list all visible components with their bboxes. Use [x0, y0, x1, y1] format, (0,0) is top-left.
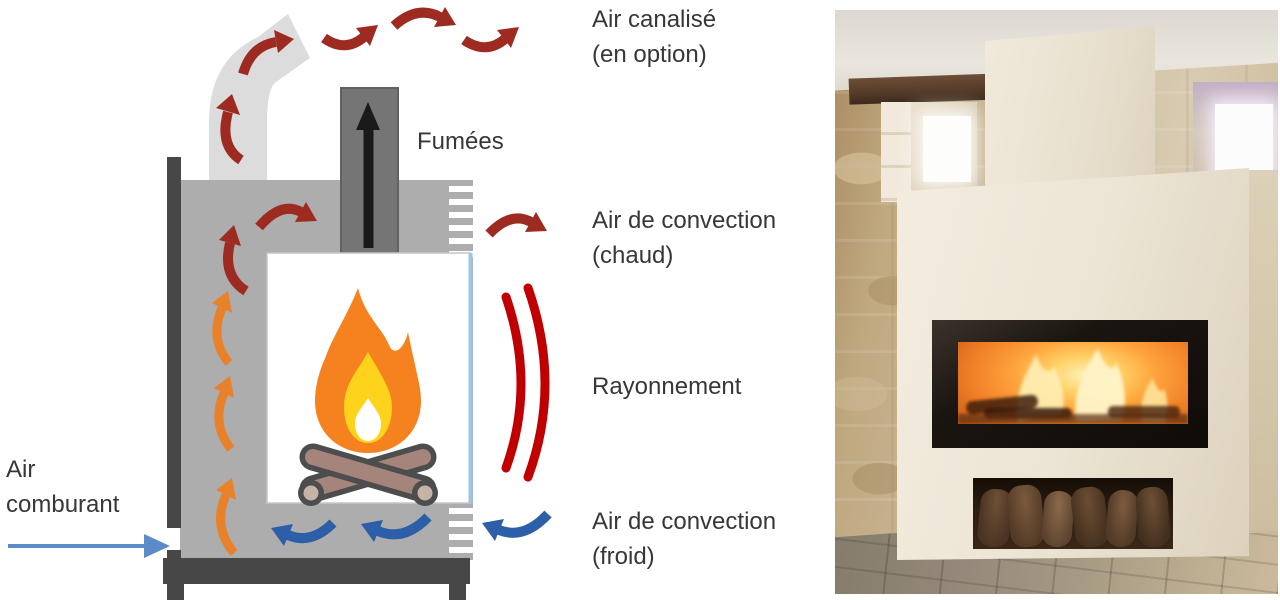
- stored-log: [1104, 488, 1140, 549]
- glass-door-edge: [468, 253, 473, 503]
- stove-diagram: [8, 7, 552, 600]
- heat-fins-bottom: [449, 508, 473, 553]
- log-storage-niche: [973, 478, 1173, 549]
- label-rayonnement: Rayonnement: [592, 373, 742, 400]
- internal-convection-arrows: [212, 291, 238, 556]
- flame-icon: [315, 288, 421, 453]
- label-air-canalise: Air canalisé (en option): [592, 2, 716, 72]
- radiation-arcs: [501, 283, 550, 482]
- hot-air-arrows: [216, 7, 547, 296]
- stored-log: [1006, 483, 1046, 549]
- label-convection-chaud-line1: Air de convection: [592, 207, 777, 234]
- stone-quoins: [881, 102, 911, 202]
- right-window: [1215, 104, 1273, 178]
- label-convection-chaud-line2: (chaud): [592, 242, 674, 270]
- smoke-arrow: [356, 102, 380, 248]
- label-convection-froid-line2: (froid): [592, 543, 655, 571]
- label-convection-froid: Air de convection (froid): [592, 504, 776, 574]
- label-air-comburant-line2: comburant: [6, 491, 120, 519]
- label-convection-chaud: Air de convection (chaud): [592, 203, 776, 273]
- label-air-comburant: Air comburant: [6, 452, 119, 522]
- firebox-glass: [958, 342, 1188, 424]
- label-convection-froid-line1: Air de convection: [592, 508, 777, 535]
- label-air-canalise-line2: (en option): [592, 41, 707, 69]
- firebox-frame: [932, 320, 1208, 448]
- ducted-air-pipe: [209, 14, 310, 182]
- chimney-breast: [985, 26, 1155, 194]
- cold-air-arrows: [271, 510, 552, 546]
- label-fumees: Fumées: [417, 128, 504, 155]
- left-window: [923, 116, 971, 182]
- wood-beam: [848, 73, 1002, 105]
- label-air-comburant-line1: Air: [6, 456, 36, 483]
- combustion-air-arrow: [8, 534, 170, 558]
- label-air-canalise-line1: Air canalisé: [592, 6, 717, 33]
- fire-flames: [958, 348, 1188, 424]
- stored-log: [1041, 490, 1075, 548]
- right-wall-strip: [1249, 170, 1278, 530]
- stove-stand: [163, 157, 470, 600]
- fireplace-photo: [835, 10, 1278, 594]
- stored-log: [1134, 485, 1172, 549]
- stored-log: [1069, 485, 1111, 549]
- logs-icon: [298, 443, 438, 506]
